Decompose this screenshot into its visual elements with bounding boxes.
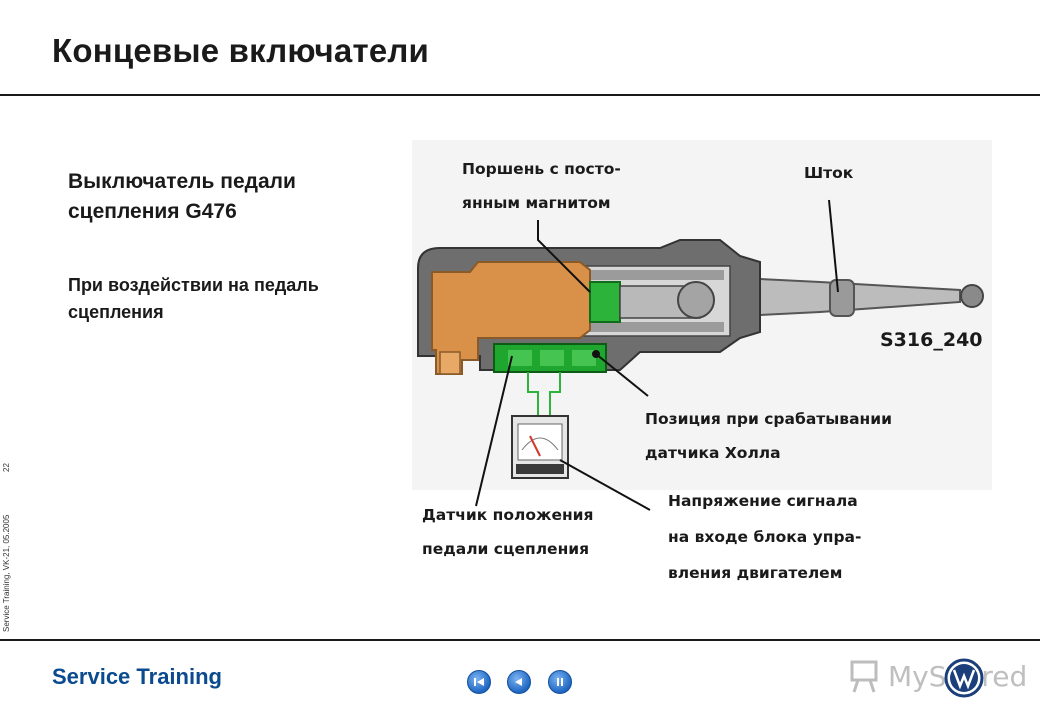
voltage-label-line1: Напряжение сигнала bbox=[668, 492, 858, 510]
title-divider bbox=[0, 94, 1040, 96]
voltmeter bbox=[511, 415, 569, 479]
section-heading: Выключатель педали сцепления G476 bbox=[68, 170, 296, 223]
clutch-switch-diagram: Поршень с посто- янным магнитом Шток S31… bbox=[412, 140, 992, 582]
rod bbox=[699, 274, 984, 320]
voltage-label-line2: на входе блока упра- bbox=[668, 528, 861, 546]
page-title: Концевые включатели bbox=[52, 32, 430, 69]
vw-logo-icon bbox=[944, 658, 984, 698]
previous-page-icon bbox=[515, 678, 522, 686]
pause-icon bbox=[557, 678, 563, 686]
pause-button[interactable] bbox=[548, 670, 572, 694]
footer-divider bbox=[0, 639, 1040, 641]
first-page-icon bbox=[474, 678, 484, 686]
watermark: MyShared bbox=[848, 656, 1038, 698]
previous-page-button[interactable] bbox=[507, 670, 531, 694]
figure-code: S316_240 bbox=[880, 329, 983, 351]
sensor-label-line2: педали сцепления bbox=[422, 540, 589, 558]
first-page-button[interactable] bbox=[467, 670, 491, 694]
leader-lines bbox=[475, 199, 839, 511]
rod-label: Шток bbox=[804, 164, 854, 182]
sensor-label-line1: Датчик положения bbox=[422, 506, 593, 524]
hall-label-line1: Позиция при срабатывании bbox=[645, 410, 892, 428]
presentation-board-icon bbox=[850, 660, 878, 693]
piston-label-line2: янным магнитом bbox=[462, 194, 611, 212]
piston-label-line1: Поршень с посто- bbox=[462, 160, 621, 178]
footer-brand: Service Training bbox=[52, 664, 222, 689]
voltage-label-line3: вления двигателем bbox=[668, 564, 842, 582]
position-sensor bbox=[493, 343, 607, 373]
hall-label-line2: датчика Холла bbox=[645, 444, 781, 462]
section-subtext: При воздействии на педаль сцепления bbox=[68, 275, 319, 322]
sensor-wires bbox=[527, 372, 561, 416]
orange-connector-part bbox=[431, 261, 591, 375]
piston-with-magnet bbox=[589, 281, 715, 323]
